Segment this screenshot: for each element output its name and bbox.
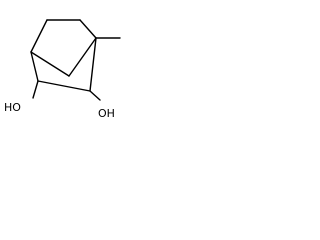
bonds [30, 19, 121, 101]
bond-upper-right [79, 19, 97, 39]
skeletal-structure: HO OH [4, 19, 121, 120]
bond-right-down [89, 37, 97, 92]
bond-upper-left [30, 19, 48, 53]
hydroxyl-left-label: HO [4, 101, 21, 114]
bond-bridge-right [68, 37, 97, 77]
hydroxyl-right-label: OH [98, 107, 115, 120]
bond-left-lower [30, 51, 39, 82]
bond-bridge-left [30, 51, 70, 77]
bond-oh-right [89, 90, 101, 101]
bond-cross [37, 80, 91, 92]
bond-ho-left [32, 80, 39, 99]
